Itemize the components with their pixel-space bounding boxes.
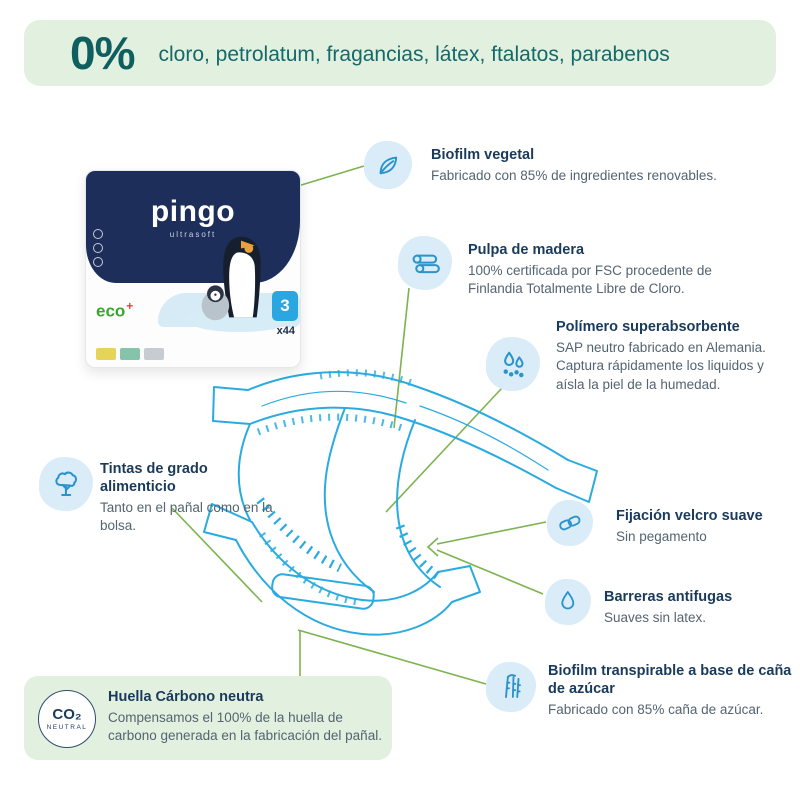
certification-logos bbox=[96, 348, 164, 360]
count-label: x44 bbox=[276, 325, 295, 337]
callout-biofilm-transpirable: Biofilm transpirable a base de caña de a… bbox=[548, 662, 794, 719]
callout-huella-carbono: Huella Cárbono neutra Compensamos el 100… bbox=[108, 688, 382, 746]
callout-tintas: Tintas de grado alimenticio Tanto en el … bbox=[100, 460, 286, 536]
co2-gas-label: CO₂ bbox=[52, 706, 82, 723]
co2-neutral-label: NEUTRAL bbox=[46, 724, 88, 731]
callout-barreras: Barreras antifugas Suaves sin latex. bbox=[604, 588, 784, 627]
callout-body: Sin pegamento bbox=[616, 529, 707, 545]
sugarcane-icon bbox=[486, 662, 536, 712]
velcro-links-icon bbox=[547, 500, 593, 546]
callout-title: Fijación velcro suave bbox=[616, 508, 763, 524]
tree-icon bbox=[39, 457, 93, 511]
callout-body: Fabricado con 85% de ingredientes renova… bbox=[431, 168, 717, 184]
leaf-icon bbox=[364, 141, 412, 189]
banner-claims: cloro, petrolatum, fragancias, látex, ft… bbox=[158, 43, 670, 66]
callout-biofilm-vegetal: Biofilm vegetal Fabricado con 85% de ing… bbox=[431, 146, 763, 185]
callout-title: Polímero superabsorbente bbox=[556, 319, 740, 335]
callout-body: Fabricado con 85% caña de azúcar. bbox=[548, 702, 764, 718]
callout-body: 100% certificada por FSC procedente de F… bbox=[468, 263, 712, 297]
eco-logo: eco+ bbox=[96, 299, 134, 321]
callout-title: Biofilm vegetal bbox=[431, 147, 535, 163]
water-drop-icon bbox=[545, 579, 591, 625]
zero-percent-banner: 0% cloro, petrolatum, fragancias, látex,… bbox=[24, 20, 776, 86]
product-package: pingo ultrasoft eco+ 3 x44 bbox=[85, 170, 301, 368]
callout-body: Compensamos el 100% de la huella de carb… bbox=[108, 710, 382, 744]
callout-title: Barreras antifugas bbox=[604, 589, 733, 605]
co2-neutral-icon: CO₂ NEUTRAL bbox=[38, 690, 96, 748]
penguin-illustration bbox=[185, 236, 293, 333]
callout-body: Suaves sin latex. bbox=[604, 610, 707, 626]
callout-body: SAP neutro fabricado en Alemania. Captur… bbox=[556, 340, 766, 392]
package-top-panel: pingo ultrasoft bbox=[86, 171, 300, 283]
wood-logs-icon bbox=[398, 236, 452, 290]
callout-pulpa-madera: Pulpa de madera 100% certificada por FSC… bbox=[468, 241, 756, 299]
callout-body: Tanto en el pañal como en la bolsa. bbox=[100, 500, 273, 534]
sap-droplets-icon bbox=[486, 337, 540, 391]
package-feature-icons bbox=[93, 229, 103, 267]
callout-polimero: Polímero superabsorbente SAP neutro fabr… bbox=[556, 318, 780, 394]
size-badge: 3 bbox=[272, 291, 298, 321]
callout-velcro: Fijación velcro suave Sin pegamento bbox=[616, 507, 784, 546]
brand-variant: ultrasoft bbox=[169, 230, 217, 239]
callout-title: Tintas de grado alimenticio bbox=[100, 461, 208, 496]
callout-title: Huella Cárbono neutra bbox=[108, 689, 264, 705]
callout-title: Pulpa de madera bbox=[468, 242, 585, 258]
banner-percent: 0% bbox=[70, 27, 135, 79]
callout-title: Biofilm transpirable a base de caña de a… bbox=[548, 663, 792, 698]
brand-logo: pingo bbox=[150, 195, 236, 228]
carbon-neutral-box: CO₂ NEUTRAL Huella Cárbono neutra Compen… bbox=[24, 676, 392, 760]
